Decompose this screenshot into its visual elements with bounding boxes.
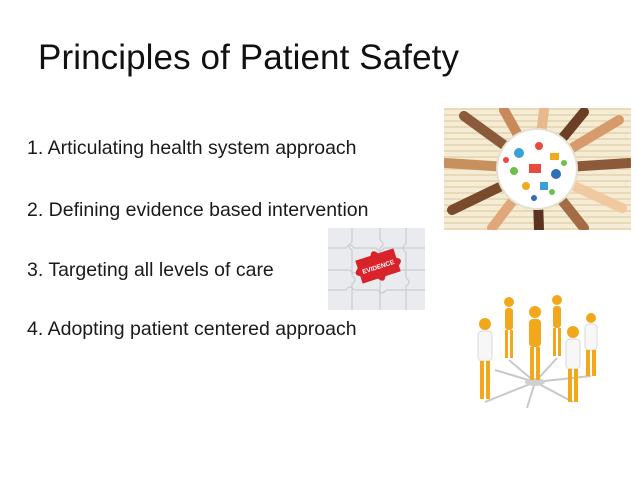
bullet-point-4: 4. Adopting patient centered approach — [27, 318, 357, 340]
bullet-point-1: 1. Articulating health system approach — [27, 137, 357, 159]
patient-network-image — [457, 290, 609, 420]
evidence-puzzle-image: EVIDENCE — [328, 228, 425, 310]
hands-circle-image — [444, 108, 631, 230]
bullet-point-3: 3. Targeting all levels of care — [27, 259, 274, 281]
bullet-point-2: 2. Defining evidence based intervention — [27, 199, 369, 221]
slide-title: Principles of Patient Safety — [38, 38, 460, 77]
